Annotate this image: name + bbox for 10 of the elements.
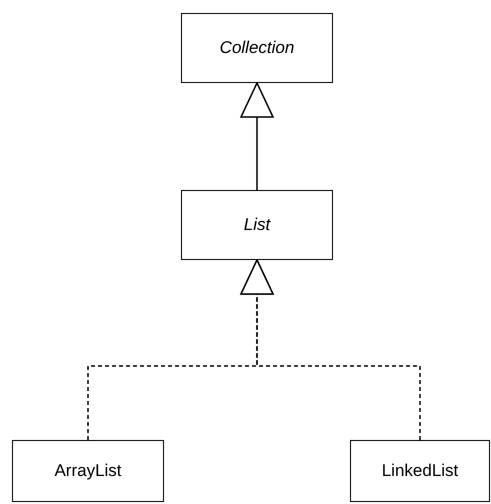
class-box <box>181 13 333 83</box>
inheritance-arrow <box>240 82 274 190</box>
inheritance-arrow <box>240 259 421 440</box>
class-name: Collection <box>220 38 294 58</box>
class-box <box>12 440 164 502</box>
class-name: LinkedList <box>382 461 458 481</box>
class-name: List <box>244 215 270 235</box>
class-box <box>350 440 490 502</box>
class-name: ArrayList <box>54 461 122 481</box>
class-box <box>181 190 333 260</box>
